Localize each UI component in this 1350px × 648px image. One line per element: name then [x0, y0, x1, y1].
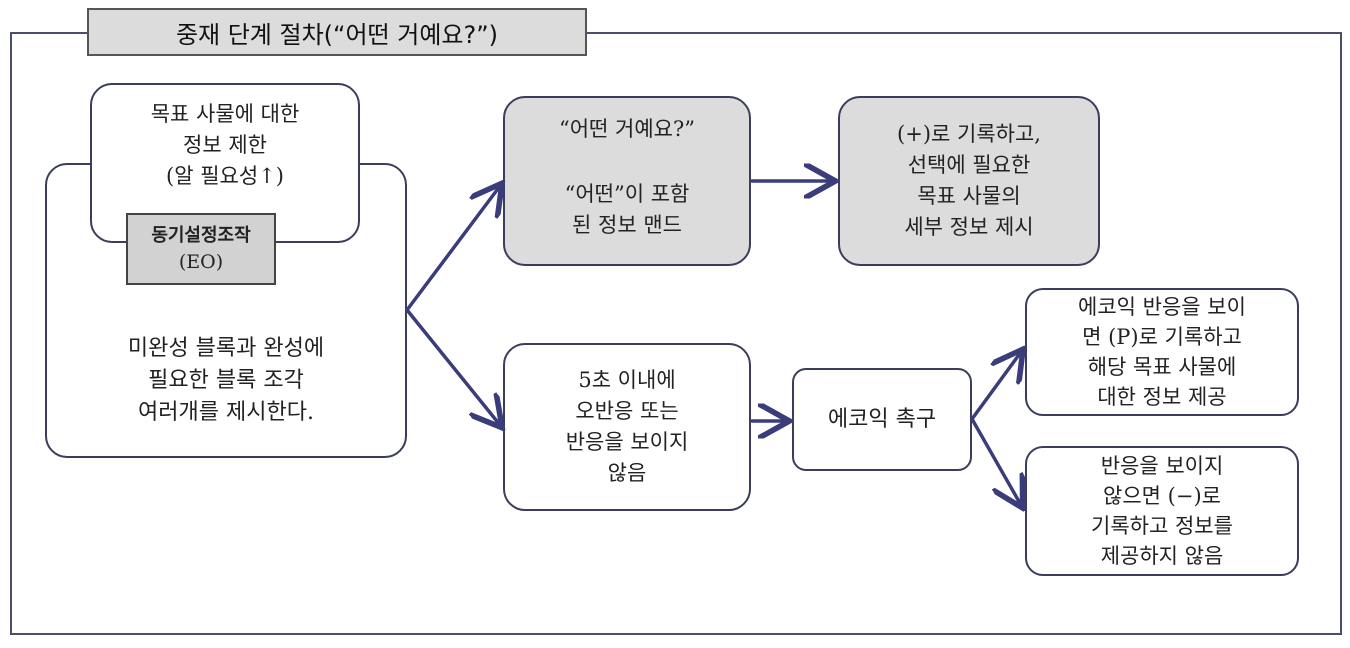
- eo-label-line-1: 동기설정조작: [151, 225, 251, 246]
- minus-record-line-4: 제공하지 않음: [1100, 544, 1224, 568]
- eo-label-box: 동기설정조작 (EO): [126, 213, 276, 285]
- no-response-line-1: 5초 이내에: [578, 368, 676, 392]
- info-limit-line-2: 정보 제한: [183, 133, 267, 157]
- echoic-prompt-label: 에코익 촉구: [827, 407, 937, 432]
- no-response-line-4: 않음: [607, 461, 647, 485]
- plus-record-box: (+)로 기록하고, 선택에 필요한 목표 사물의 세부 정보 제시: [838, 96, 1100, 266]
- p-record-line-3: 해당 목표 사물에: [1087, 355, 1237, 379]
- info-limit-line-1: 목표 사물에 대한: [150, 102, 300, 126]
- echoic-prompt-box: 에코익 촉구: [792, 368, 972, 471]
- p-record-line-2: 면 (P)로 기록하고: [1082, 325, 1242, 349]
- info-limit-line-3: (알 필요성↑): [166, 164, 284, 188]
- presentation-line-3: 여러개를 제시한다.: [138, 400, 314, 425]
- question-mand-line-2: “어떤”이 포함: [564, 182, 690, 206]
- question-mand-line-1: “어떤 거예요?”: [558, 117, 695, 141]
- minus-record-line-2: 않으면 (−)로: [1103, 484, 1221, 508]
- diagram-frame: [10, 32, 1342, 635]
- no-response-box: 5초 이내에 오반응 또는 반응을 보이지 않음: [503, 343, 751, 511]
- no-response-line-3: 반응을 보이지: [565, 430, 689, 454]
- p-record-line-1: 에코익 반응을 보이: [1078, 295, 1246, 319]
- no-response-line-2: 오반응 또는: [575, 399, 679, 423]
- eo-label-line-2: (EO): [178, 251, 224, 273]
- p-record-box: 에코익 반응을 보이 면 (P)로 기록하고 해당 목표 사물에 대한 정보 제…: [1025, 288, 1299, 416]
- plus-record-line-4: 세부 정보 제시: [904, 215, 1034, 239]
- minus-record-box: 반응을 보이지 않으면 (−)로 기록하고 정보를 제공하지 않음: [1025, 446, 1299, 576]
- question-mand-box: “어떤 거예요?” “어떤”이 포함 된 정보 맨드: [503, 96, 751, 266]
- question-mand-line-3: 된 정보 맨드: [572, 213, 682, 237]
- minus-record-line-3: 기록하고 정보를: [1091, 514, 1233, 538]
- presentation-line-1: 미완성 블록과 완성에: [127, 336, 325, 361]
- presentation-line-2: 필요한 블록 조각: [148, 368, 304, 393]
- plus-record-line-1: (+)로 기록하고,: [897, 122, 1041, 146]
- minus-record-line-1: 반응을 보이지: [1100, 454, 1224, 478]
- p-record-line-4: 대한 정보 제공: [1097, 385, 1227, 409]
- plus-record-line-3: 목표 사물의: [917, 184, 1021, 208]
- plus-record-line-2: 선택에 필요한: [907, 153, 1031, 177]
- diagram-title: 중재 단계 절차(“어떤 거예요?”): [87, 8, 587, 56]
